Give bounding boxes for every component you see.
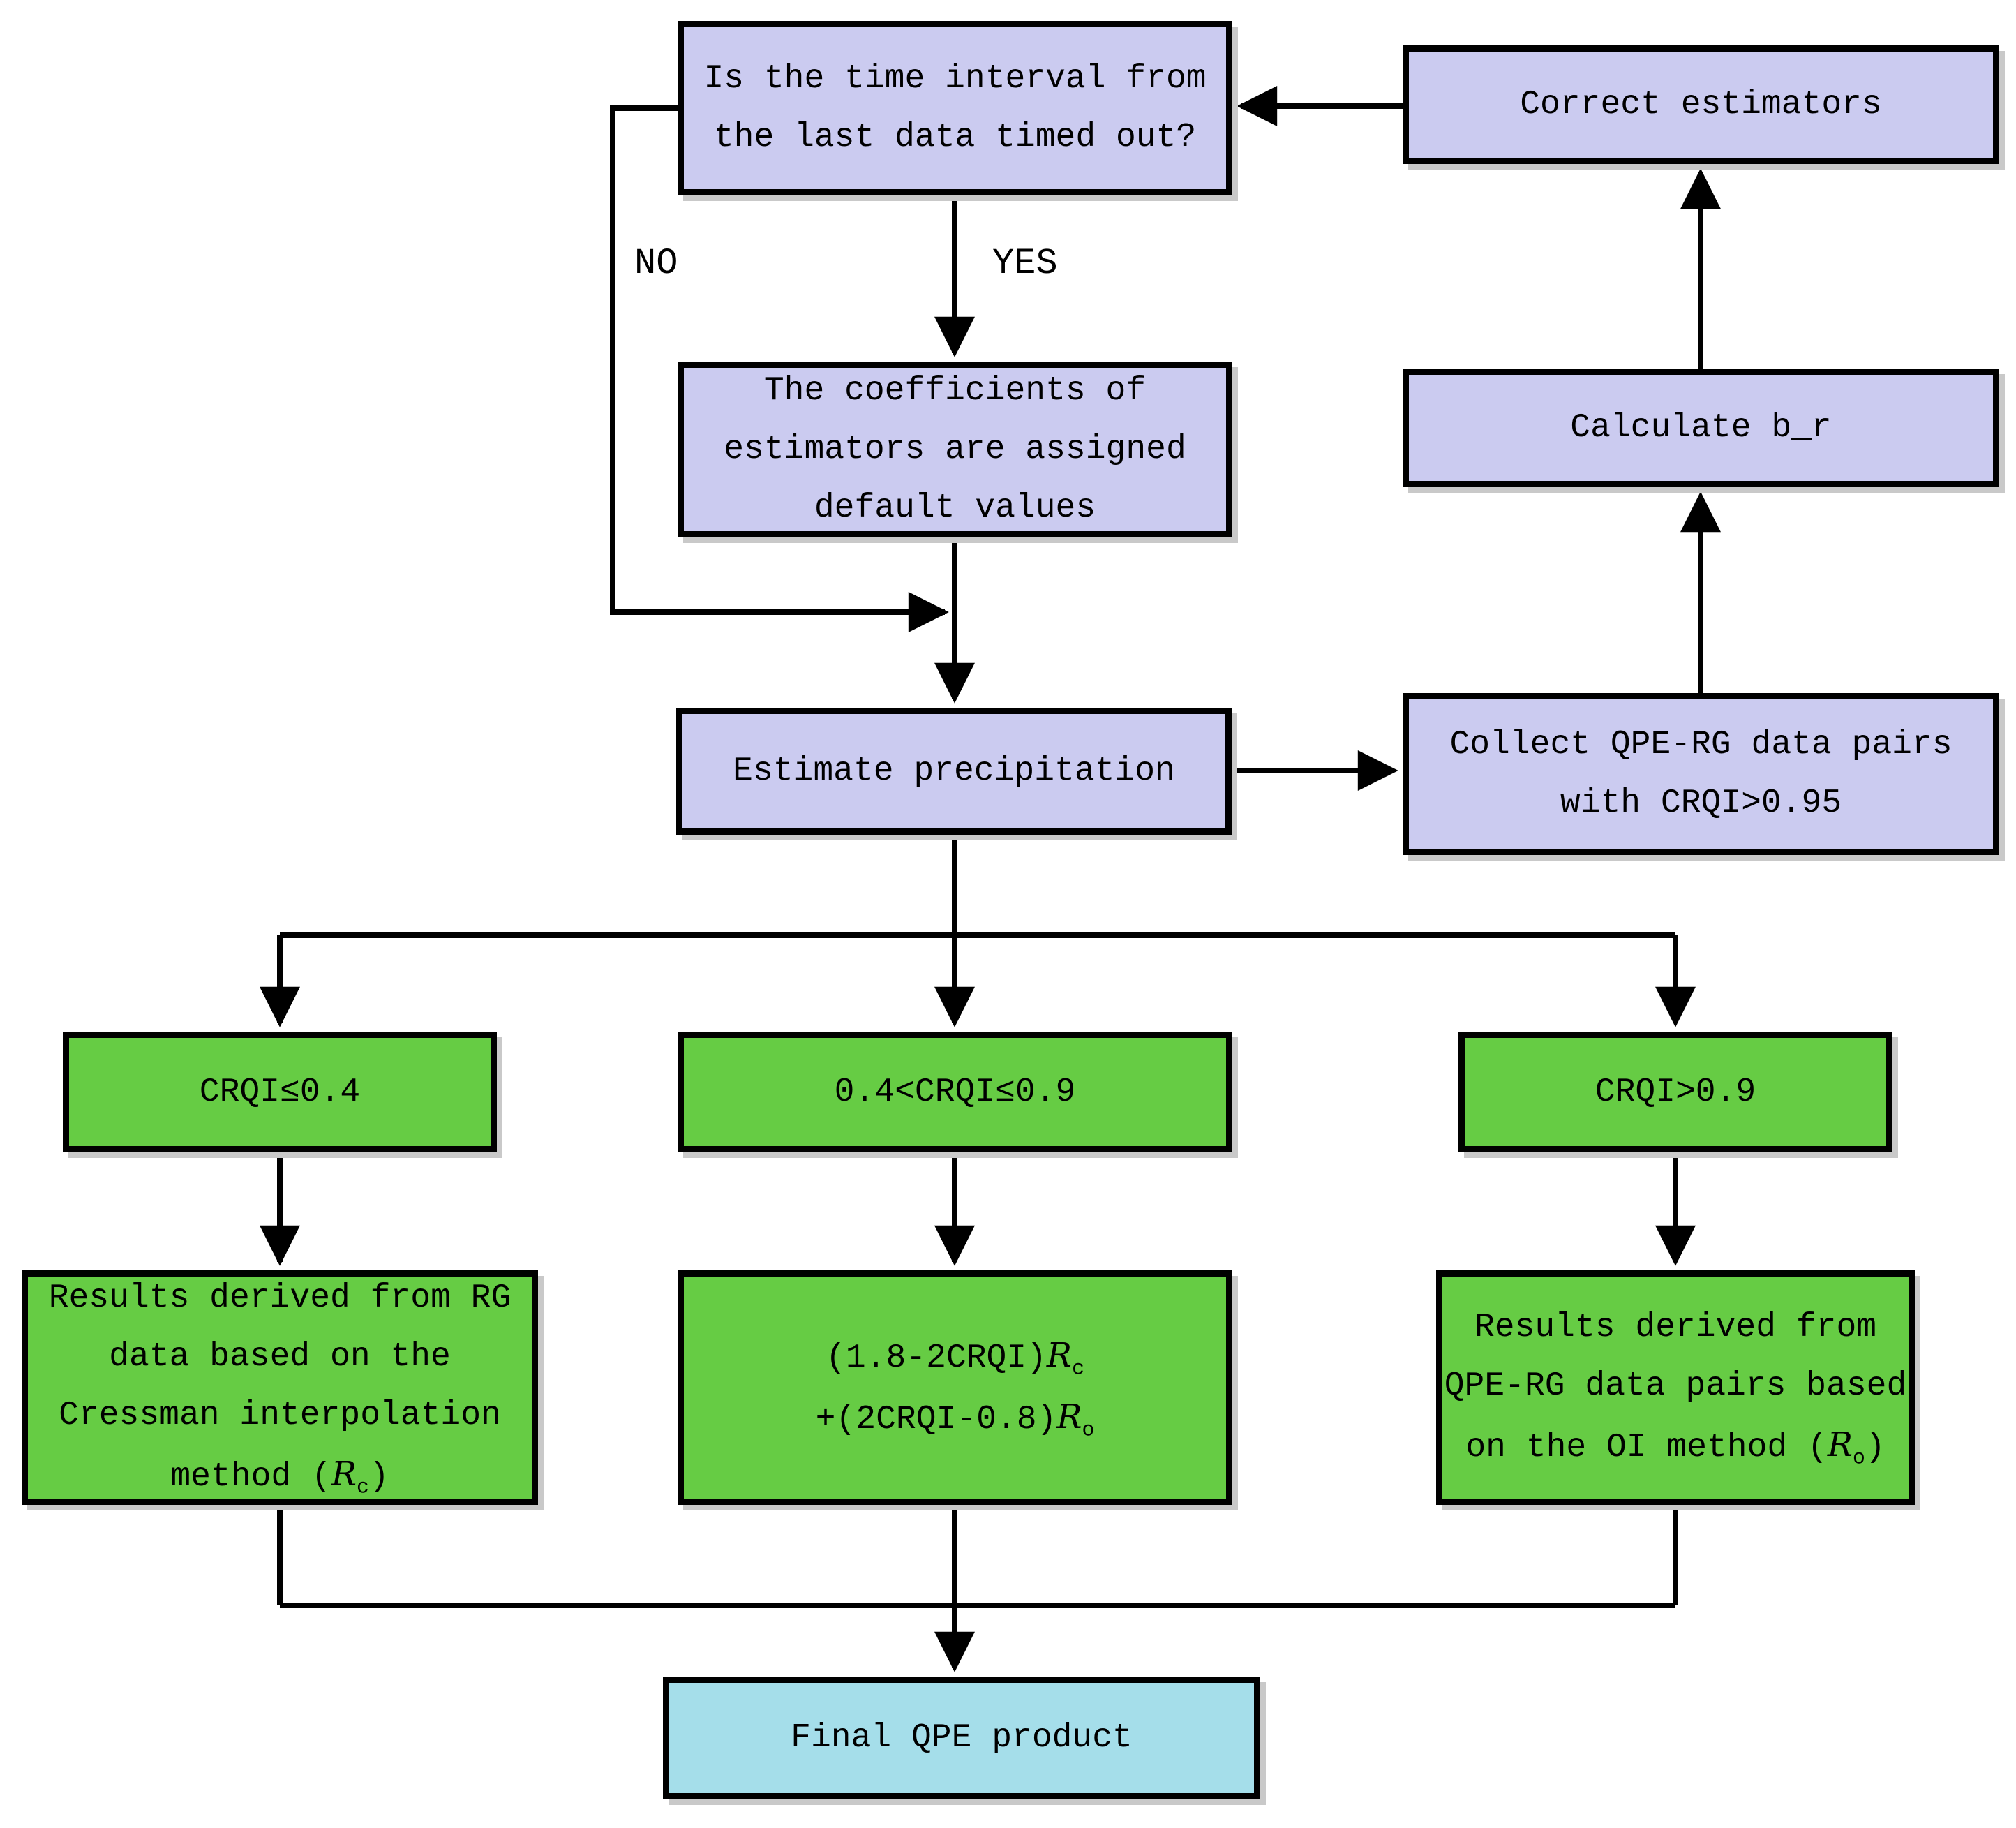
formula-subscript: c	[356, 1475, 369, 1499]
formula-text: )	[1865, 1429, 1886, 1466]
node-cond-crqi-high: CRQI>0.9	[1458, 1032, 1892, 1152]
node-text-line: estimators are assigned	[724, 431, 1186, 468]
edge-no-loop	[610, 105, 949, 632]
node-text-line: Correct estimators	[1520, 86, 1882, 124]
formula-text: on the OI method (	[1465, 1429, 1828, 1466]
formula-subscript: o	[1852, 1446, 1865, 1470]
node-text-line: Estimate precipitation	[733, 752, 1175, 790]
edge-label-no: NO	[632, 246, 681, 282]
node-text-line: CRQI≤0.4	[199, 1073, 361, 1111]
node-estimate-precipitation: Estimate precipitation	[676, 708, 1232, 835]
node-text-line: with CRQI>0.95	[1560, 785, 1842, 822]
node-result-oi-method: Results derived from QPE-RG data pairs b…	[1436, 1270, 1915, 1505]
node-coefficients-default: The coefficients of estimators are assig…	[678, 362, 1232, 537]
node-final-qpe-product: Final QPE product	[663, 1677, 1260, 1799]
node-calculate-br: Calculate b_r	[1403, 369, 1999, 487]
node-text-line: on the OI method (Ro)	[1465, 1415, 1885, 1477]
node-result-blend-formula: (1.8-2CRQI)Rc +(2CRQI-0.8)Ro	[678, 1270, 1232, 1505]
node-text-line: Results derived from RG	[48, 1279, 512, 1317]
node-text-line: Cressman interpolation	[59, 1397, 501, 1434]
node-cond-crqi-low: CRQI≤0.4	[63, 1032, 497, 1152]
node-text-line: default values	[814, 489, 1096, 527]
node-text-line: The coefficients of	[763, 372, 1147, 410]
formula-text: )	[368, 1458, 389, 1496]
node-text-line: (1.8-2CRQI)Rc	[826, 1326, 1084, 1388]
formula-text: (1.8-2CRQI)	[826, 1339, 1047, 1377]
node-text-line: method (Rc)	[170, 1445, 389, 1506]
node-cond-crqi-mid: 0.4<CRQI≤0.9	[678, 1032, 1232, 1152]
formula-variable: R	[331, 1455, 357, 1494]
node-text-line: CRQI>0.9	[1595, 1073, 1756, 1111]
node-text-line: data based on the	[109, 1338, 451, 1376]
node-text-line: +(2CRQI-0.8)Ro	[816, 1388, 1095, 1449]
node-result-cressman: Results derived from RG data based on th…	[22, 1270, 538, 1505]
formula-text: +(2CRQI-0.8)	[815, 1401, 1057, 1439]
formula-variable: R	[1046, 1336, 1073, 1375]
node-text-line: QPE-RG data pairs based	[1444, 1367, 1907, 1405]
node-top-question: Is the time interval from the last data …	[678, 21, 1232, 195]
node-correct-estimators: Correct estimators	[1403, 45, 1999, 164]
formula-variable: R	[1056, 1397, 1082, 1436]
formula-subscript: o	[1082, 1418, 1095, 1442]
node-text-line: the last data timed out?	[713, 119, 1197, 156]
node-text-line: Is the time interval from	[703, 60, 1207, 98]
node-text-line: Results derived from	[1474, 1309, 1877, 1346]
formula-text: method (	[170, 1458, 331, 1496]
edge-label-yes: YES	[990, 246, 1061, 282]
formula-variable: R	[1827, 1425, 1853, 1464]
node-text-line: Final QPE product	[791, 1719, 1133, 1757]
node-text-line: Calculate b_r	[1570, 409, 1832, 447]
node-collect-qpe-rg-pairs: Collect QPE-RG data pairs with CRQI>0.95	[1403, 693, 1999, 855]
formula-subscript: c	[1072, 1356, 1084, 1381]
node-text-line: Collect QPE-RG data pairs	[1449, 726, 1952, 764]
node-text-line: 0.4<CRQI≤0.9	[834, 1073, 1076, 1111]
